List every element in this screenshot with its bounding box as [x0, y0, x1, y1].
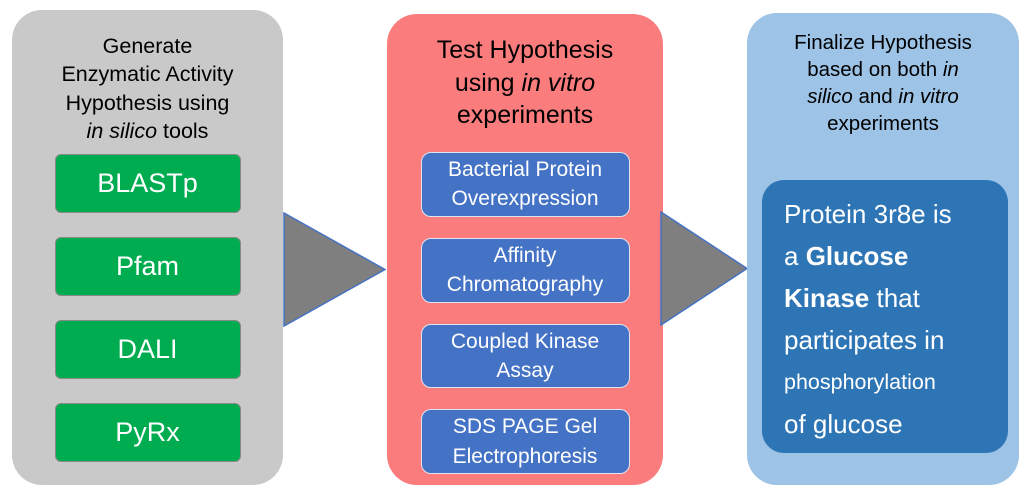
title-line: Hypothesis using [65, 90, 230, 115]
tool-box-pyrx: PyRx [54, 403, 241, 462]
italic-term: in vitro [898, 85, 959, 109]
flow-arrow-1 [283, 212, 386, 327]
experiment-box-overexpression: Bacterial Protein Overexpression [420, 152, 630, 217]
conclusion-pre: a [784, 241, 806, 271]
tool-list: BLASTp Pfam DALI PyRx [54, 154, 241, 462]
panel-in-silico-title: Generate Enzymatic Activity Hypothesis u… [12, 10, 283, 152]
panel-finalize-title: Finalize Hypothesis based on both in sil… [747, 13, 1019, 137]
conclusion-box: Protein 3r8e is a Glucose Kinase that pa… [762, 180, 1008, 453]
title-line-rest: tools [157, 119, 209, 144]
panel-finalize: Finalize Hypothesis based on both in sil… [747, 13, 1019, 485]
arrow-right-icon [660, 211, 748, 326]
italic-term: in silico [86, 119, 158, 144]
conclusion-line: of glucose [784, 409, 903, 439]
title-line: in silico tools [12, 117, 283, 145]
title-line: Finalize Hypothesis [794, 31, 972, 54]
italic-term: in vitro [521, 68, 596, 97]
bold-term: Glucose [805, 241, 909, 271]
panel-in-silico: Generate Enzymatic Activity Hypothesis u… [12, 10, 283, 485]
conclusion-line: participates in [784, 325, 945, 355]
panel-in-vitro-title: Test Hypothesis using in vitro experimen… [387, 14, 663, 151]
title-line: experiments [456, 101, 594, 129]
title-line: Test Hypothesis [436, 36, 614, 64]
title-line-pre: based on both [807, 58, 943, 82]
title-line: based on both in [747, 56, 1019, 83]
conclusion-line: a Glucose [784, 235, 998, 277]
conclusion-rest: that [869, 283, 920, 313]
title-line: Generate [102, 34, 193, 58]
panel-in-vitro: Test Hypothesis using in vitro experimen… [387, 14, 663, 485]
bold-term: Kinase [784, 283, 870, 313]
tool-box-dali: DALI [54, 320, 241, 379]
experiment-box-chromatography: Affinity Chromatography [420, 237, 630, 303]
title-line-mid: and [852, 85, 899, 109]
conclusion-line: phosphorylation [784, 370, 936, 394]
conclusion-line: Kinase that [784, 277, 998, 319]
flow-arrow-2 [660, 211, 748, 326]
italic-term: silico [807, 85, 853, 109]
title-line: silico and in vitro [747, 83, 1019, 110]
arrow-right-icon [283, 212, 386, 327]
title-line: experiments [827, 112, 939, 136]
title-line-pre: using [454, 68, 522, 97]
experiment-box-sds-page: SDS PAGE Gel Electrophoresis [420, 409, 630, 475]
experiment-box-kinase-assay: Coupled Kinase Assay [420, 323, 630, 389]
title-line: Enzymatic Activity [61, 62, 234, 87]
italic-term: in [942, 58, 959, 82]
title-line: using in vitro [387, 67, 663, 100]
experiment-list: Bacterial Protein Overexpression Affinit… [420, 152, 630, 475]
tool-box-blastp: BLASTp [54, 154, 241, 213]
tool-box-pfam: Pfam [54, 237, 241, 296]
conclusion-line: Protein 3r8e is [784, 199, 952, 229]
